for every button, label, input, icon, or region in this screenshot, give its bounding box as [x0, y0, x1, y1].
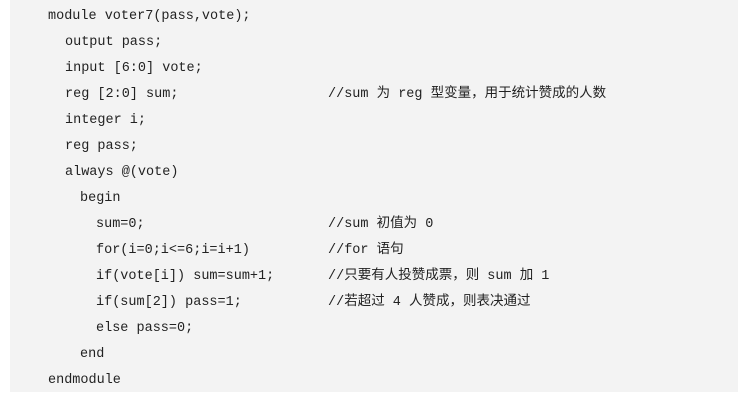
code-comment-10: //for 语句 — [328, 243, 404, 258]
code-comment-11: //只要有人投赞成票，则 sum 加 1 — [328, 269, 550, 284]
code-comment-12: //若超过 4 人赞成，则表决通过 — [328, 295, 531, 310]
code-line-1: module voter7(pass,vote); — [48, 9, 251, 24]
code-line-13: else pass=0; — [96, 321, 194, 336]
code-line-15: endmodule — [48, 373, 121, 388]
code-line-7: always @(vote) — [65, 165, 179, 180]
code-line-9: sum=0; — [96, 217, 145, 232]
code-line-6: reg pass; — [65, 139, 138, 154]
code-comment-9: //sum 初值为 0 — [328, 217, 434, 232]
code-line-10: for(i=0;i<=6;i=i+1) — [96, 243, 250, 258]
code-line-2: output pass; — [65, 35, 163, 50]
code-block: module voter7(pass,vote); output pass; i… — [10, 0, 738, 392]
code-line-4: reg [2:0] sum; — [65, 87, 179, 102]
code-line-3: input [6:0] vote; — [65, 61, 203, 76]
code-line-14: end — [80, 347, 105, 362]
code-comment-4: //sum 为 reg 型变量，用于统计赞成的人数 — [328, 87, 607, 102]
code-line-5: integer i; — [65, 113, 147, 128]
code-line-8: begin — [80, 191, 121, 206]
code-line-12: if(sum[2]) pass=1; — [96, 295, 242, 310]
code-line-11: if(vote[i]) sum=sum+1; — [96, 269, 275, 284]
